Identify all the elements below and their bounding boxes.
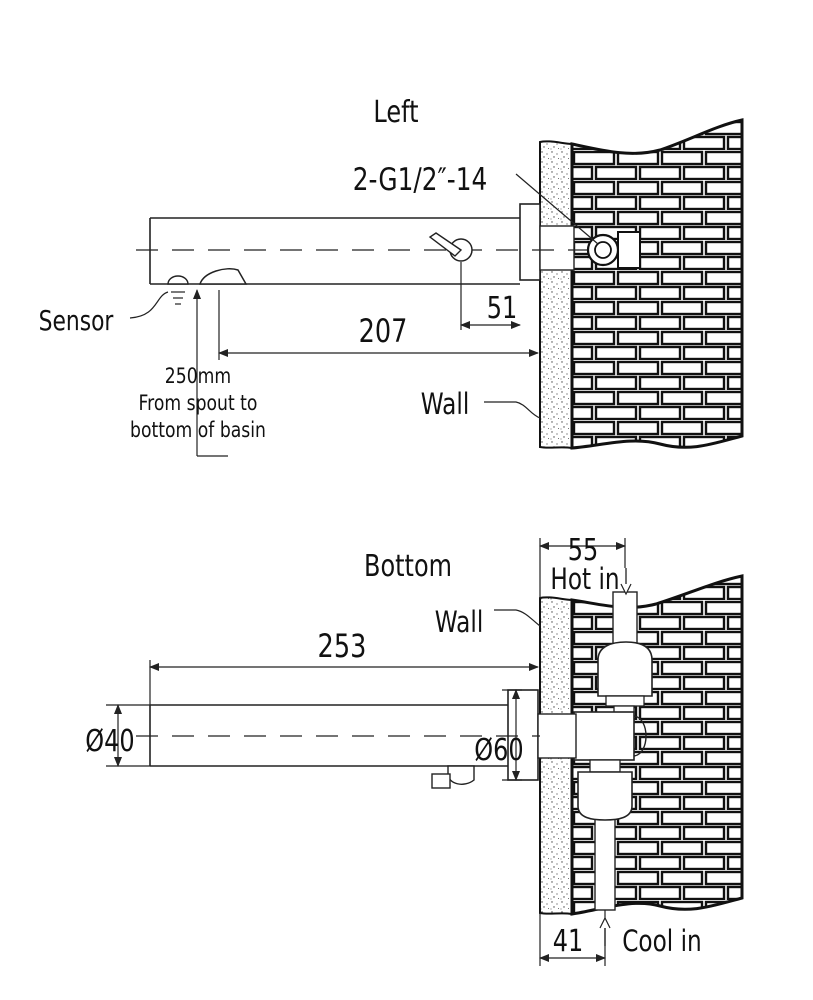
thread-label: 2-G1/2″-14 — [353, 161, 487, 197]
spout-outlet-icon — [198, 268, 248, 285]
left-view-title: Left — [373, 95, 418, 129]
sensor-wave-icon — [171, 291, 185, 305]
left-view: Left Sensor — [39, 95, 744, 457]
bottom-wall-label: Wall — [435, 607, 484, 640]
cool-in-arrow-icon — [599, 916, 611, 946]
dim-41-label: 41 — [553, 924, 584, 958]
bottom-lever-icon — [431, 765, 475, 789]
left-fitting-stub — [539, 225, 575, 271]
dim-253-label: 253 — [318, 627, 367, 665]
dia-40-label: Ø40 — [85, 724, 134, 758]
left-wall-bricks — [570, 118, 744, 450]
bottom-view: Bottom — [85, 533, 744, 966]
lever-handle-icon — [428, 232, 473, 262]
dia-60-label: Ø60 — [474, 733, 523, 767]
basin-note-line1: 250mm — [165, 363, 231, 388]
cool-in-label: Cool in — [622, 926, 702, 959]
left-wall — [539, 118, 744, 450]
thread-fitting-icon — [586, 231, 641, 269]
hot-in-arrow-icon — [620, 568, 632, 596]
manifold-elbow — [633, 715, 647, 757]
left-wall-label: Wall — [421, 389, 470, 422]
dim-207-label: 207 — [359, 312, 408, 350]
cold-pipe — [594, 817, 616, 911]
left-wall-leader — [484, 401, 541, 419]
cold-valve-icon — [577, 759, 633, 821]
basin-note-line3: bottom of basin — [130, 417, 266, 442]
bottom-wall-leader — [494, 609, 541, 627]
basin-note-line2: From spout to — [139, 390, 258, 415]
bottom-fitting-stub — [537, 713, 577, 759]
left-wall-plaster — [539, 140, 573, 450]
sensor-icon — [167, 275, 189, 285]
valve-manifold — [573, 711, 635, 761]
dim-51-label: 51 — [487, 291, 518, 325]
hot-in-label: Hot in — [550, 564, 619, 597]
sensor-leader — [129, 291, 169, 319]
bottom-view-title: Bottom — [364, 549, 452, 583]
sensor-label: Sensor — [39, 304, 114, 336]
dim-55-label: 55 — [568, 533, 599, 567]
left-wall-plate — [519, 203, 541, 281]
thread-leader — [515, 173, 599, 245]
